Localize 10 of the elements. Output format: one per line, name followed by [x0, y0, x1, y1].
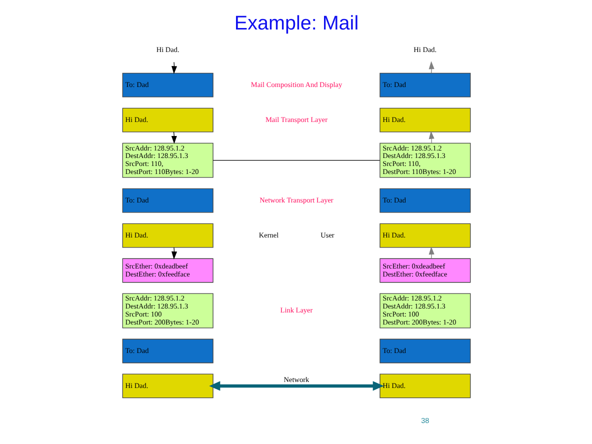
arrow	[428, 246, 434, 259]
connector	[212, 160, 380, 161]
label: 38	[420, 416, 429, 425]
arrow	[171, 62, 177, 74]
arrow	[170, 132, 176, 144]
arrow	[171, 247, 177, 260]
arrow	[428, 61, 434, 74]
arrow	[208, 381, 384, 391]
diagram-title: Example: Mail	[234, 12, 358, 35]
arrow	[428, 130, 434, 144]
